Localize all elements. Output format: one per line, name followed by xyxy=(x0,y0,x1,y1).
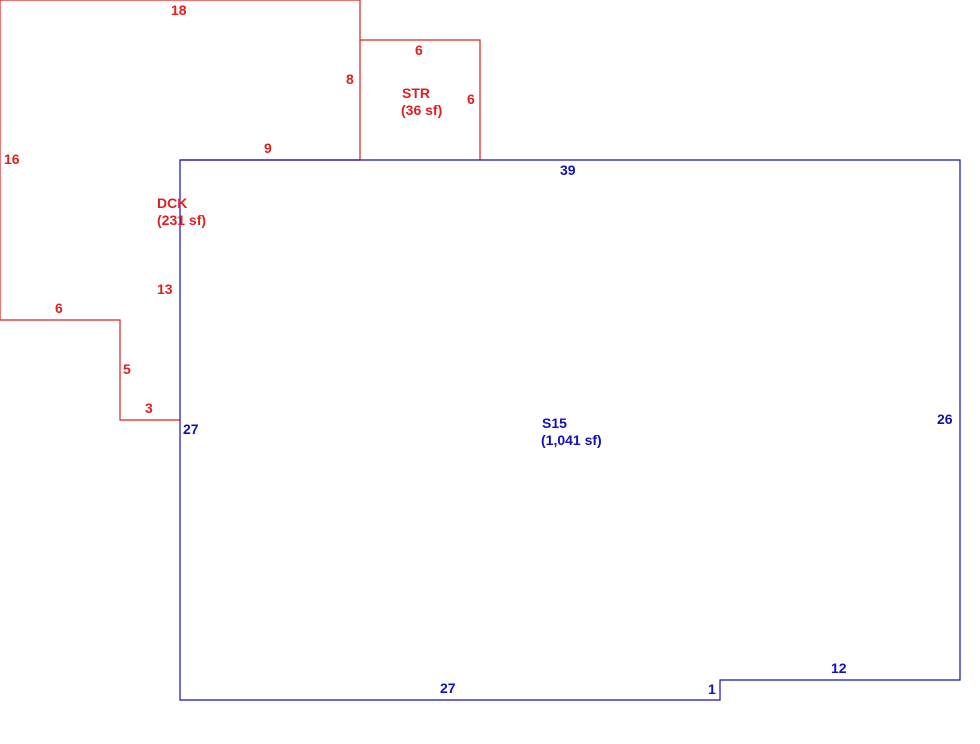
s15-dim-bottom-right: 12 xyxy=(831,660,847,676)
dck-dim-top: 18 xyxy=(171,2,187,18)
dck-dim-inner-top: 9 xyxy=(264,140,272,156)
str-dim-top: 6 xyxy=(415,42,423,58)
dck-outline xyxy=(0,0,361,421)
dck-dim-notch-bottom: 3 xyxy=(145,400,153,416)
s15-dim-step: 1 xyxy=(708,681,716,697)
s15-dim-left: 27 xyxy=(183,421,199,437)
dck-dim-right-upper: 8 xyxy=(346,71,354,87)
str-area-size: (36 sf) xyxy=(401,102,442,118)
s15-area-size: (1,041 sf) xyxy=(541,432,602,448)
dck-area-size: (231 sf) xyxy=(157,212,206,228)
dck-dim-bottom-left: 6 xyxy=(55,300,63,316)
s15-area-code: S15 xyxy=(542,415,567,431)
dck-dim-right-lower: 13 xyxy=(157,281,173,297)
str-area-code: STR xyxy=(402,85,430,101)
str-outline xyxy=(360,39,481,160)
s15-dim-top: 39 xyxy=(560,162,576,178)
dck-area-code: DCK xyxy=(157,195,187,211)
s15-outline xyxy=(179,159,961,701)
s15-dim-bottom-left: 27 xyxy=(440,680,456,696)
str-dim-right: 6 xyxy=(467,91,475,107)
dck-dim-notch-vertical: 5 xyxy=(123,361,131,377)
dck-dim-left: 16 xyxy=(4,151,20,167)
s15-dim-right: 26 xyxy=(937,411,953,427)
